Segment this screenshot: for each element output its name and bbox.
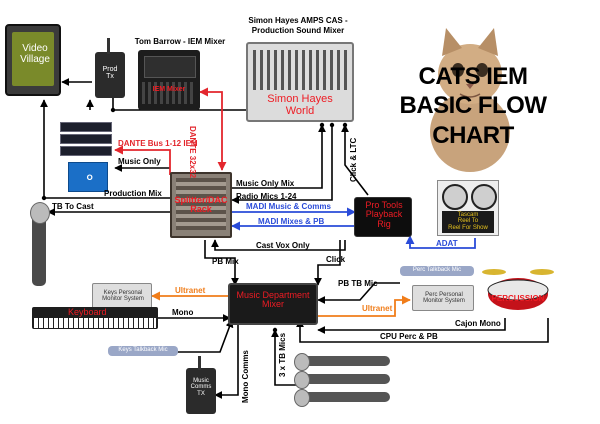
line-cpu-perc xyxy=(296,318,549,343)
tb-mic-3 xyxy=(294,389,390,407)
percussion-label: PERCUSSION xyxy=(491,294,545,303)
label-adat: ADAT xyxy=(436,239,458,248)
label-ultranet-right: Ultranet xyxy=(362,304,393,313)
label-ultranet-left: Ultranet xyxy=(175,286,206,295)
label-tb-to-cast: TB To Cast xyxy=(52,202,94,211)
label-dante-32x32: DANTE 32x32 xyxy=(188,126,197,179)
label-cajon-mono: Cajon Mono xyxy=(455,319,501,328)
label-cast-vox-only: Cast Vox Only xyxy=(256,241,310,250)
line-mono-comms xyxy=(214,320,239,399)
hearing-loop-sign: ⚬ xyxy=(68,162,108,192)
iem-mixer-label: IEM Mixer xyxy=(152,86,186,93)
iem-mixer-header: Tom Barrow - IEM Mixer xyxy=(134,37,226,46)
production-mixer-header: Simon Hayes AMPS CAS -Production Sound M… xyxy=(248,16,348,35)
label-radio-mics: Radio Mics 1-24 xyxy=(236,192,297,201)
line-pb-tb-mic xyxy=(317,282,400,304)
tb-mic-1 xyxy=(294,353,390,371)
line-dante-32x32 xyxy=(199,87,227,171)
iem-mixer-console: IEM Mixer xyxy=(138,50,200,110)
label-dante-bus: DANTE Bus 1-12 IEM xyxy=(118,139,198,148)
label-production-mix: Production Mix xyxy=(104,189,162,198)
percussion-kit xyxy=(482,269,554,310)
keyboard: Keyboard xyxy=(32,307,158,329)
line-ultranet-right xyxy=(318,295,411,317)
handheld-mic xyxy=(30,202,50,286)
kitten-image xyxy=(430,28,510,172)
line-cast-vox xyxy=(211,239,346,251)
tb-mic-2 xyxy=(294,371,390,389)
label-three-tb-mics: 3 x TB Mics xyxy=(278,332,287,377)
line-click xyxy=(314,240,341,286)
label-mono-comms: Mono Comms xyxy=(241,350,250,403)
ear-icon: ⚬ xyxy=(83,170,97,187)
line-click-ltc xyxy=(341,124,369,196)
label-madi-music-comms: MADI Music & Comms xyxy=(246,202,331,211)
keys-talkback-mic: Keys Talkback Mic xyxy=(108,346,178,356)
line-music-only-mix xyxy=(232,124,326,189)
line-adat xyxy=(405,235,476,249)
label-music-only-mix: Music Only Mix xyxy=(236,179,295,188)
line-cajon-mono xyxy=(317,318,506,334)
label-madi-mixes-pb: MADI Mixes & PB xyxy=(258,217,325,226)
perc-talkback-mic: Perc Talkback Mic xyxy=(400,266,474,276)
label-music-only: Music Only xyxy=(118,157,161,166)
line-tb-mics xyxy=(271,329,300,386)
line-radio-mics xyxy=(231,125,333,204)
line-dante-bus xyxy=(114,145,171,175)
dante-devices-stack xyxy=(60,122,112,156)
line-pb-mix xyxy=(204,240,239,286)
label-click: Click xyxy=(326,255,346,264)
label-mono: Mono xyxy=(172,308,194,317)
label-click-ltc: Click & LTC xyxy=(349,137,358,182)
label-cpu-perc-pb: CPU Perc & PB xyxy=(380,332,438,341)
label-pb-tb-mic: PB TB Mic xyxy=(338,279,378,288)
label-pb-mix: PB Mix xyxy=(212,257,239,266)
